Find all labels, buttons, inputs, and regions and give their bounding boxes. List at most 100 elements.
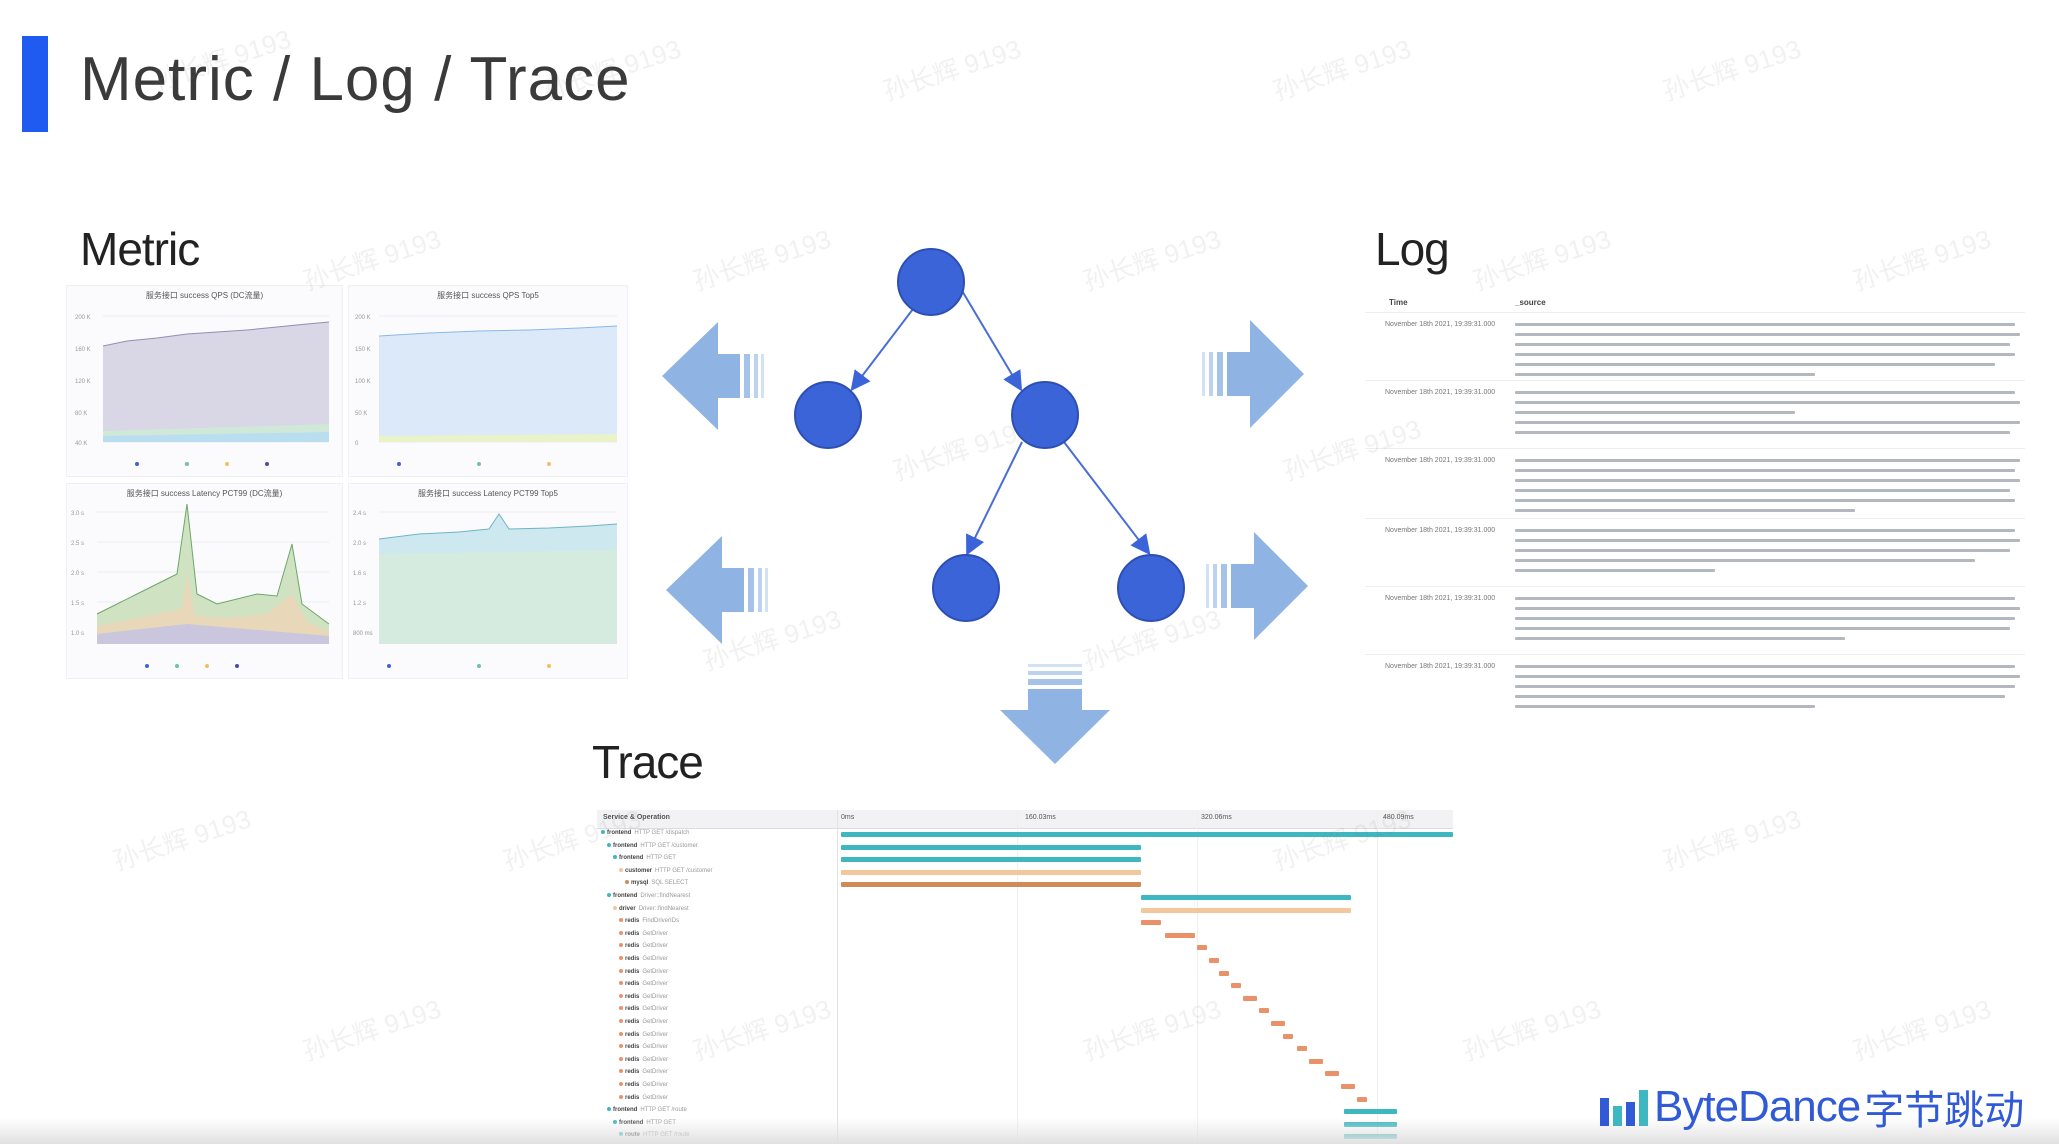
trace-service-name: redis <box>625 1006 640 1013</box>
trace-operation-name: GetDriver <box>642 993 669 1000</box>
panel-title: 服务接口 success QPS (DC流量) <box>145 291 264 300</box>
log-table: Time _source November 18th 2021, 19:39:3… <box>1365 292 2025 722</box>
tree-node-right-right <box>1117 554 1185 622</box>
bytedance-logo: ByteDance 字节跳动 <box>1598 1082 2024 1134</box>
trace-span-bar[interactable] <box>1231 983 1241 989</box>
trace-service-name: redis <box>625 1082 640 1088</box>
trace-operation-name: SQL SELECT <box>651 880 689 887</box>
svg-text:3.0 s: 3.0 s <box>71 511 84 517</box>
log-row[interactable]: November 18th 2021, 19:39:31.000 <box>1365 312 2025 381</box>
trace-span-bar[interactable] <box>1243 995 1257 1001</box>
trace-service-name: redis <box>625 968 640 975</box>
trace-span-bar[interactable] <box>1344 1109 1397 1115</box>
trace-operation-name: GetDriver <box>642 1031 669 1038</box>
log-row[interactable]: November 18th 2021, 19:39:31.000 <box>1365 380 2025 449</box>
trace-span-bar[interactable] <box>1357 1096 1367 1102</box>
trace-span-bar[interactable] <box>1309 1058 1323 1064</box>
log-time: November 18th 2021, 19:39:31.000 <box>1385 321 1496 328</box>
watermark: 孙长辉 9193 <box>1459 993 1605 1067</box>
svg-text:80 K: 80 K <box>75 411 87 417</box>
svg-text:1.2 s: 1.2 s <box>353 601 366 607</box>
trace-span-bar[interactable] <box>1219 970 1229 976</box>
trace-operation-name: GetDriver <box>642 1044 669 1051</box>
trace-span-bar[interactable] <box>1141 895 1351 900</box>
trace-service-name: frontend <box>607 830 632 836</box>
trace-operation-name: GetDriver <box>642 1056 669 1063</box>
service-color-icon <box>619 1031 623 1036</box>
trace-span-bar[interactable] <box>1141 920 1161 926</box>
trace-service-name: mysql <box>631 880 649 887</box>
svg-text:100 K: 100 K <box>355 379 371 385</box>
trace-span-bar[interactable] <box>1325 1071 1339 1077</box>
log-time: November 18th 2021, 19:39:31.000 <box>1385 457 1496 464</box>
trace-span-bar[interactable] <box>841 857 1141 863</box>
trace-span-bar[interactable] <box>1341 1084 1355 1089</box>
svg-text:2.5 s: 2.5 s <box>71 541 84 547</box>
trace-span-bar[interactable] <box>1165 932 1195 938</box>
trace-span-bar[interactable] <box>841 844 1141 850</box>
log-row[interactable]: November 18th 2021, 19:39:31.000 <box>1365 586 2025 655</box>
service-color-icon <box>619 1006 623 1011</box>
trace-operation-name: FindDriverIDs <box>642 918 680 925</box>
trace-operation-name: GetDriver <box>642 1006 669 1013</box>
watermark: 孙长辉 9193 <box>879 33 1025 107</box>
trace-span-bar[interactable] <box>841 832 1453 837</box>
svg-text:1.5 s: 1.5 s <box>71 601 84 607</box>
watermark: 孙长辉 9193 <box>1269 33 1415 107</box>
watermark: 孙长辉 9193 <box>1849 223 1995 297</box>
trace-operation-name: GetDriver <box>642 1094 669 1101</box>
trace-span-bar[interactable] <box>1141 907 1351 913</box>
log-row[interactable]: November 18th 2021, 19:39:31.000 <box>1365 448 2025 519</box>
trace-waterfall: Service & Operation 0ms 160.03ms 320.06m… <box>597 810 1453 1144</box>
log-time: November 18th 2021, 19:39:31.000 <box>1385 389 1496 396</box>
watermark: 孙长辉 9193 <box>1849 993 1995 1067</box>
trace-span-bar[interactable] <box>1197 945 1207 951</box>
panel-title: 服务接口 success Latency PCT99 (DC流量) <box>126 489 283 498</box>
service-color-icon <box>619 981 623 986</box>
trace-span-bar[interactable] <box>1259 1008 1269 1014</box>
brand-name-cn: 字节跳动 <box>1864 1088 2025 1134</box>
svg-text:2.4 s: 2.4 s <box>353 511 366 517</box>
service-color-icon <box>619 1056 623 1061</box>
svg-text:800 ms: 800 ms <box>353 631 373 637</box>
log-row[interactable]: November 18th 2021, 19:39:31.000 <box>1365 654 2025 723</box>
trace-span-bar[interactable] <box>841 869 1141 875</box>
trace-service-name: redis <box>625 993 640 1000</box>
trace-span-bar[interactable] <box>1283 1033 1293 1039</box>
trace-label: Trace <box>592 736 704 788</box>
trace-service-name: redis <box>625 981 640 988</box>
trace-span-bar[interactable] <box>1297 1046 1307 1052</box>
bytedance-logo-icon <box>1600 1090 1648 1126</box>
log-row[interactable]: November 18th 2021, 19:39:31.000 <box>1365 518 2025 587</box>
trace-service-name: frontend <box>613 893 638 899</box>
trace-span-bar[interactable] <box>841 882 1141 888</box>
trace-span-bar[interactable] <box>1271 1021 1285 1026</box>
trace-span-bar[interactable] <box>1209 958 1219 963</box>
svg-text:2.0 s: 2.0 s <box>71 571 84 577</box>
